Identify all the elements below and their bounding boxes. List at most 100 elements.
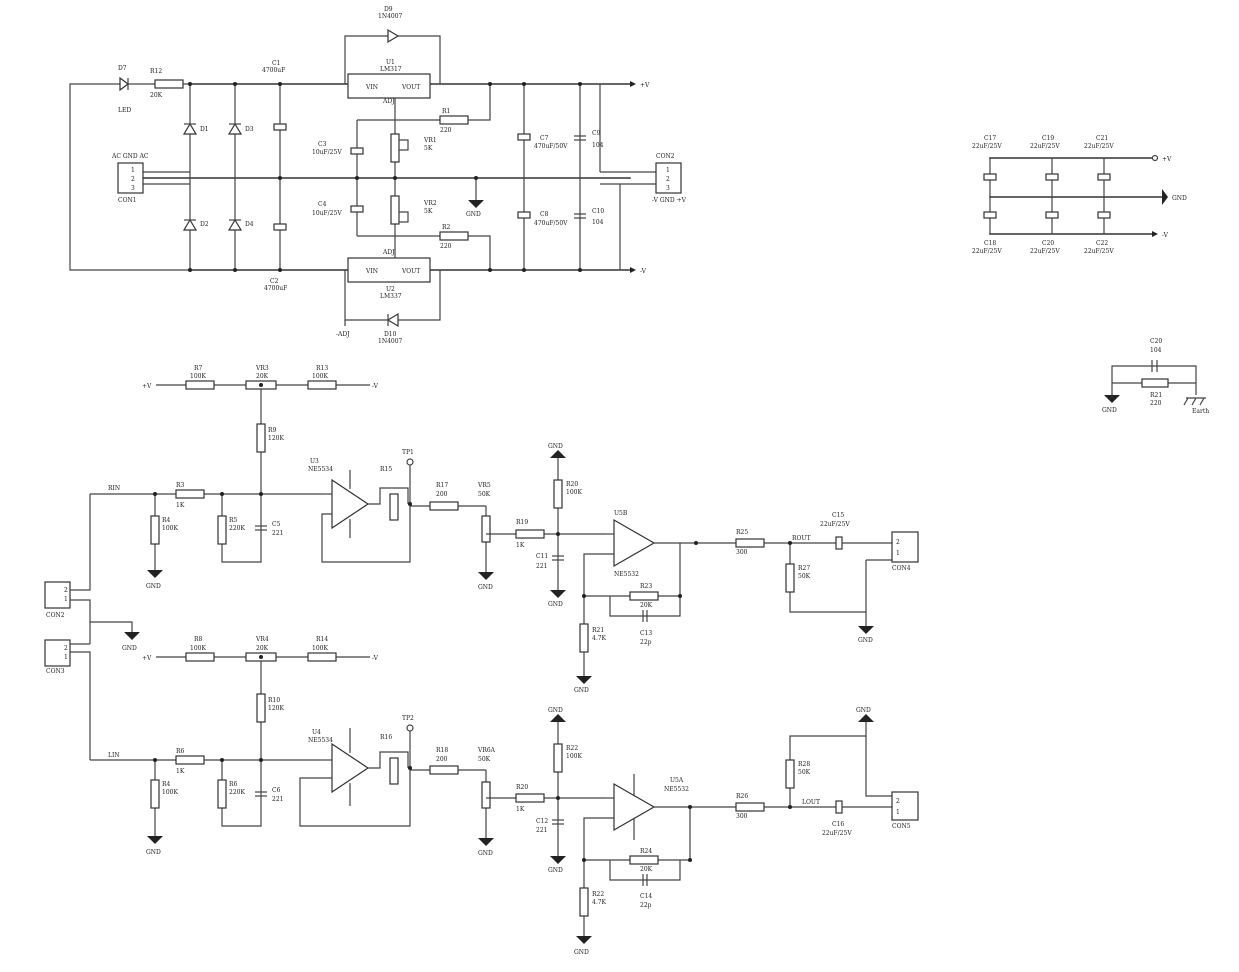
rin-net-label: RIN [108, 485, 120, 492]
c7-value: 470uF/50V [534, 143, 568, 150]
r-gnd-symbol-2 [478, 572, 494, 580]
testpoint-tp2 [406, 724, 414, 732]
c17-value: 22uF/25V [972, 143, 1002, 150]
resistor-r22b [553, 743, 563, 773]
r14-value: 100K [312, 645, 328, 652]
r13-label: R13 [316, 365, 328, 372]
d3-label: D3 [245, 126, 254, 133]
resistor-r13 [307, 380, 337, 390]
earth-gnd-label: GND [1102, 407, 1117, 414]
l-gnd-symbol-top [550, 714, 566, 722]
r23-label: R23 [640, 583, 652, 590]
u1-adj-label: ADJ [382, 98, 395, 105]
r-gnd-label-top: GND [548, 443, 563, 450]
connector-con2 [44, 581, 71, 609]
con2-pin-labels: -V GND +V [652, 197, 687, 204]
r22b-value: 100K [566, 753, 582, 760]
c13-label: C13 [640, 630, 652, 637]
capacitor-c22 [1097, 211, 1111, 219]
resistor-r24 [629, 855, 659, 865]
l-gnd-symbol-5 [858, 714, 874, 722]
capacitor-c18 [983, 211, 997, 219]
r20-left-label: R20 [516, 784, 528, 791]
left-channel: +V -V R8 100K VR4 20K R14 100K R10 120K … [90, 636, 919, 956]
right-channel: +V -V R7 100K VR3 20K R13 100K R9 120K R… [90, 365, 919, 694]
l-minus-v: -V [372, 655, 379, 662]
con5-pin1: 1 [896, 809, 900, 816]
earth-c20-label: C20 [1150, 338, 1162, 345]
c20-bank-label: C20 [1042, 240, 1054, 247]
l-gnd-label-4: GND [574, 949, 589, 956]
resistor-r21-earth [1141, 378, 1169, 388]
resistor-r4-right [150, 515, 160, 545]
capacitor-c15 [835, 536, 843, 550]
c7-label: C7 [540, 135, 549, 142]
resistor-r19 [515, 529, 545, 539]
earth-label: Earth [1192, 408, 1209, 415]
capacitor-c17 [983, 173, 997, 181]
c16-value: 22uF/25V [822, 830, 852, 837]
c9-value: 104 [592, 142, 604, 149]
c8-label: C8 [540, 211, 549, 218]
r28-label: R28 [798, 761, 810, 768]
resistor-r21-right [579, 623, 589, 653]
resistor-r12 [154, 79, 184, 89]
resistor-r20-right [553, 479, 563, 509]
gnd-label-power: GND [466, 211, 481, 218]
resistor-r1 [439, 115, 469, 125]
potentiometer-vr6a [481, 781, 491, 809]
l-gnd-label-1: GND [146, 849, 161, 856]
potentiometer-vr2 [390, 195, 400, 225]
r14-label: R14 [316, 636, 328, 643]
r3-value: 1K [176, 502, 185, 509]
r20-right-value: 100K [566, 489, 582, 496]
con2-label: CON2 [46, 612, 65, 619]
led-d7 [119, 76, 129, 92]
r26-value: 300 [736, 813, 748, 820]
r24-label: R24 [640, 848, 652, 855]
r10-label: R10 [268, 697, 280, 704]
d10-label: D10 [384, 331, 397, 338]
r21-right-label: R21 [592, 627, 604, 634]
earth-c20-value: 104 [1150, 347, 1162, 354]
l-gnd-label-5: GND [856, 707, 871, 714]
tp1-label: TP1 [402, 449, 414, 456]
resistor-r25 [735, 538, 765, 548]
r9-value: 120K [268, 435, 284, 442]
con3-pin1: 1 [64, 654, 68, 661]
u3-value: NE5534 [308, 466, 333, 473]
r-gnd-label-3: GND [548, 601, 563, 608]
power-supply-section: +V -V VIN VOUT ADJ U1 LM317 VIN VOUT ADJ… [69, 6, 687, 345]
r5-label: R5 [229, 517, 238, 524]
c4-value: 10uF/25V [312, 210, 342, 217]
r6b-value: 220K [229, 789, 245, 796]
r7-label: R7 [194, 365, 203, 372]
potentiometer-vr1 [390, 133, 400, 163]
resistor-r3 [175, 489, 205, 499]
decoupling-gnd-symbol [1162, 189, 1168, 205]
regulator-u1 [347, 73, 431, 99]
r10-value: 120K [268, 705, 284, 712]
resistor-r7 [185, 380, 215, 390]
r16-label: R16 [380, 734, 392, 741]
capacitor-c8 [517, 211, 531, 219]
con2-pin2: 2 [64, 587, 68, 594]
u2-value: LM337 [380, 293, 402, 300]
diode-d3 [227, 122, 243, 135]
r17-label: R17 [436, 482, 448, 489]
c3-value: 10uF/25V [312, 149, 342, 156]
l-gnd-symbol-3 [550, 856, 566, 864]
u5a-label: U5A [670, 777, 684, 784]
c15-label: C15 [832, 512, 844, 519]
vr5-value: 50K [478, 491, 491, 498]
c6-label: C6 [272, 787, 281, 794]
c14-value: 22p [640, 902, 652, 909]
r21-right-value: 4.7K [592, 635, 607, 642]
r4-right-label: R4 [162, 517, 171, 524]
vr6a-label: VR6A [477, 747, 496, 754]
vr3-value: 20K [256, 373, 269, 380]
con5-label: CON5 [892, 823, 911, 830]
resistor-r6 [175, 755, 205, 765]
con1-pin1: 1 [131, 167, 135, 174]
